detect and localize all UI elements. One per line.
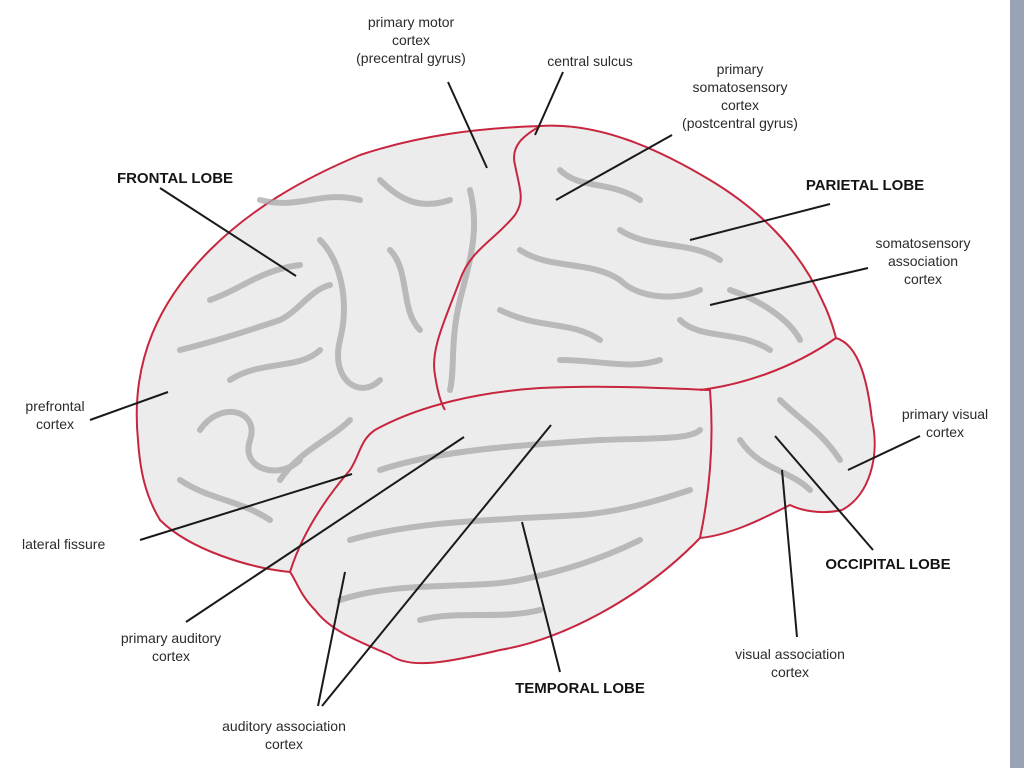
label-central-sulcus: central sulcus bbox=[547, 53, 633, 69]
leader-lines bbox=[89, 71, 921, 707]
label-somatosensory-association: somatosensory association cortex bbox=[875, 235, 971, 287]
label-primary-motor: primary motor cortex (precentral gyrus) bbox=[356, 14, 466, 66]
label-lateral-fissure: lateral fissure bbox=[22, 536, 106, 552]
leader-prefrontal bbox=[89, 391, 169, 421]
label-parietal-lobe: PARIETAL LOBE bbox=[805, 177, 925, 194]
leader-primary-visual bbox=[847, 435, 921, 471]
sulci-pattern bbox=[177, 167, 843, 623]
label-auditory-association: auditory association cortex bbox=[222, 718, 346, 752]
central-sulcus-boundary bbox=[433, 125, 541, 411]
leader-central-sulcus bbox=[534, 71, 564, 136]
label-primary-visual: primary visual cortex bbox=[901, 406, 989, 440]
label-frontal-lobe: FRONTAL LOBE bbox=[116, 170, 234, 187]
leader-auditory-association-b bbox=[321, 424, 552, 707]
label-temporal-lobe: TEMPORAL LOBE bbox=[515, 680, 645, 697]
leader-primary-somatosensory bbox=[555, 134, 673, 201]
label-prefrontal: prefrontal cortex bbox=[25, 398, 85, 432]
label-primary-auditory: primary auditory cortex bbox=[120, 630, 222, 664]
leader-auditory-association-a bbox=[317, 571, 346, 707]
parieto-occipital-boundary bbox=[699, 337, 837, 391]
brain-outline bbox=[135, 124, 876, 665]
temporal-lobe-boundary bbox=[289, 385, 713, 573]
leader-lateral-fissure bbox=[139, 473, 353, 541]
leader-parietal-lobe bbox=[689, 203, 831, 241]
label-primary-somatosensory: primary somatosensory cortex (postcentra… bbox=[682, 61, 798, 131]
leader-occipital-lobe-a bbox=[774, 435, 874, 551]
label-visual-association: visual association cortex bbox=[735, 646, 845, 680]
label-occipital-lobe: OCCIPITAL LOBE bbox=[825, 556, 951, 573]
leader-visual-association bbox=[781, 469, 798, 638]
leader-primary-auditory bbox=[185, 436, 465, 623]
leader-frontal-lobe bbox=[159, 187, 297, 277]
leader-primary-motor bbox=[447, 81, 488, 169]
lobe-boundaries bbox=[289, 125, 837, 573]
right-edge-bar bbox=[1010, 0, 1024, 768]
leader-temporal-lobe bbox=[521, 521, 561, 673]
leader-somatosensory-association bbox=[709, 267, 869, 306]
